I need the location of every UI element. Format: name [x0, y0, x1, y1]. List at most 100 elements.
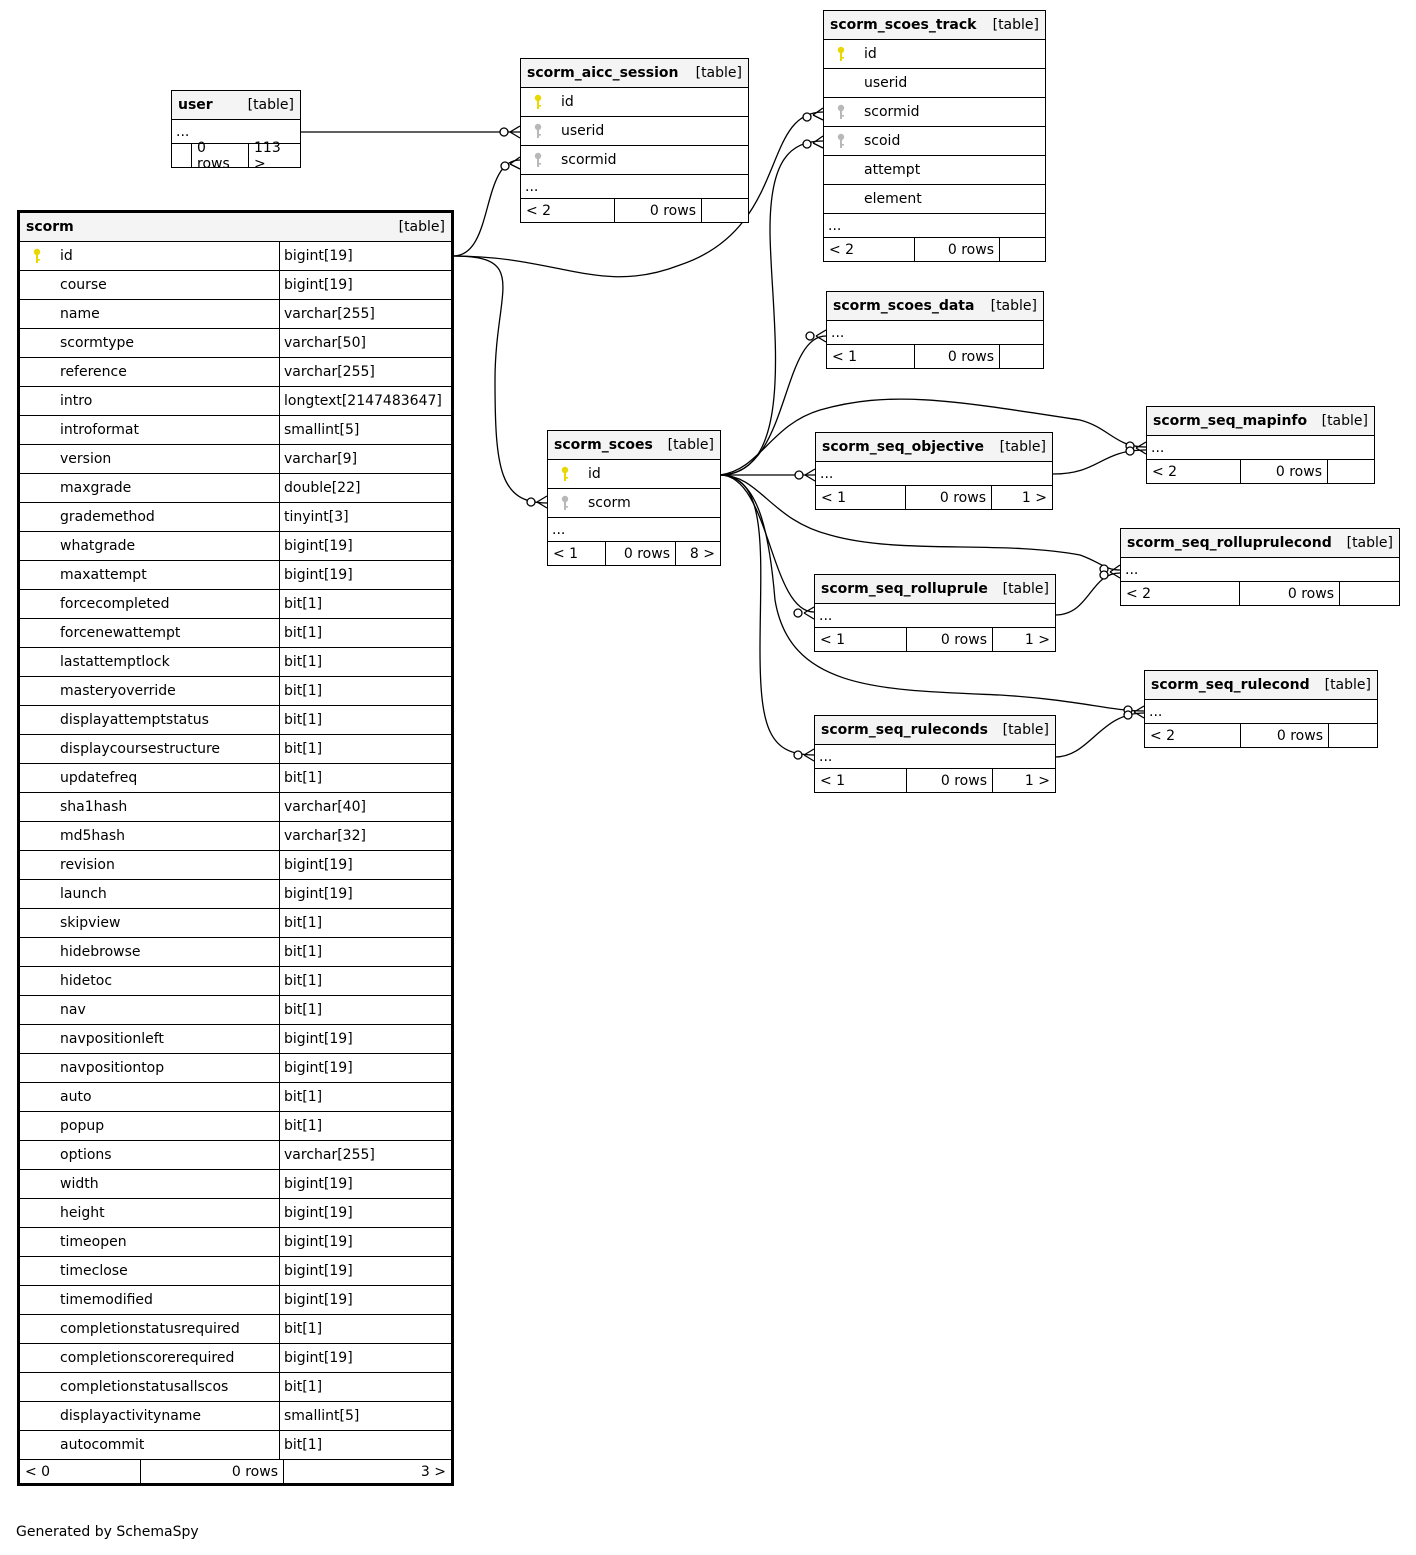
- parents-link[interactable]: < 2: [1152, 463, 1178, 480]
- column-row[interactable]: id: [521, 87, 748, 116]
- column-row[interactable]: scormid: [521, 145, 748, 174]
- column-row[interactable]: scoid: [824, 126, 1045, 155]
- children-link[interactable]: 1 >: [992, 769, 1055, 792]
- more-columns-ellipsis[interactable]: ...: [1121, 557, 1399, 581]
- parents-link[interactable]: < 2: [829, 241, 855, 258]
- parents-link[interactable]: < 1: [832, 348, 858, 365]
- more-columns-ellipsis[interactable]: ...: [521, 174, 748, 198]
- column-row[interactable]: scorm: [548, 488, 720, 517]
- more-columns-ellipsis[interactable]: ...: [827, 320, 1043, 344]
- parents-link[interactable]: < 1: [553, 545, 579, 562]
- column-row[interactable]: id: [548, 459, 720, 488]
- more-columns-ellipsis[interactable]: ...: [816, 461, 1052, 485]
- more-columns-ellipsis[interactable]: ...: [1145, 699, 1377, 723]
- children-link[interactable]: [999, 238, 1045, 261]
- parents-link[interactable]: < 2: [1150, 727, 1176, 744]
- children-link[interactable]: 1 >: [992, 628, 1055, 651]
- children-link[interactable]: 1 >: [991, 486, 1052, 509]
- children-link[interactable]: [701, 199, 748, 222]
- parents-link[interactable]: < 2: [1126, 585, 1152, 602]
- column-row[interactable]: scormid: [824, 97, 1045, 126]
- more-columns-ellipsis[interactable]: ...: [172, 119, 300, 143]
- children-link[interactable]: [1327, 460, 1374, 483]
- children-link[interactable]: 113 >: [248, 140, 300, 172]
- parents-link[interactable]: < 0: [25, 1463, 51, 1480]
- column-row[interactable]: attempt: [824, 155, 1045, 184]
- more-columns-ellipsis[interactable]: ...: [824, 213, 1045, 237]
- column-row[interactable]: userid: [521, 116, 748, 145]
- parents-link[interactable]: < 1: [820, 631, 846, 648]
- column-row[interactable]: userid: [824, 68, 1045, 97]
- children-link[interactable]: [1339, 582, 1399, 605]
- more-columns-ellipsis[interactable]: ...: [815, 744, 1055, 768]
- parents-link[interactable]: [172, 144, 191, 167]
- more-columns-ellipsis[interactable]: ...: [1147, 435, 1374, 459]
- parents-link[interactable]: < 1: [821, 489, 847, 506]
- more-columns-ellipsis[interactable]: ...: [815, 603, 1055, 627]
- more-columns-ellipsis[interactable]: ...: [548, 517, 720, 541]
- parents-link[interactable]: < 1: [820, 772, 846, 789]
- children-link[interactable]: [999, 345, 1043, 368]
- column-row[interactable]: id: [824, 39, 1045, 68]
- column-row[interactable]: element: [824, 184, 1045, 213]
- children-link[interactable]: 3 >: [283, 1460, 451, 1483]
- children-link[interactable]: [1328, 724, 1377, 747]
- parents-link[interactable]: < 2: [526, 202, 552, 219]
- children-link[interactable]: 8 >: [675, 542, 720, 565]
